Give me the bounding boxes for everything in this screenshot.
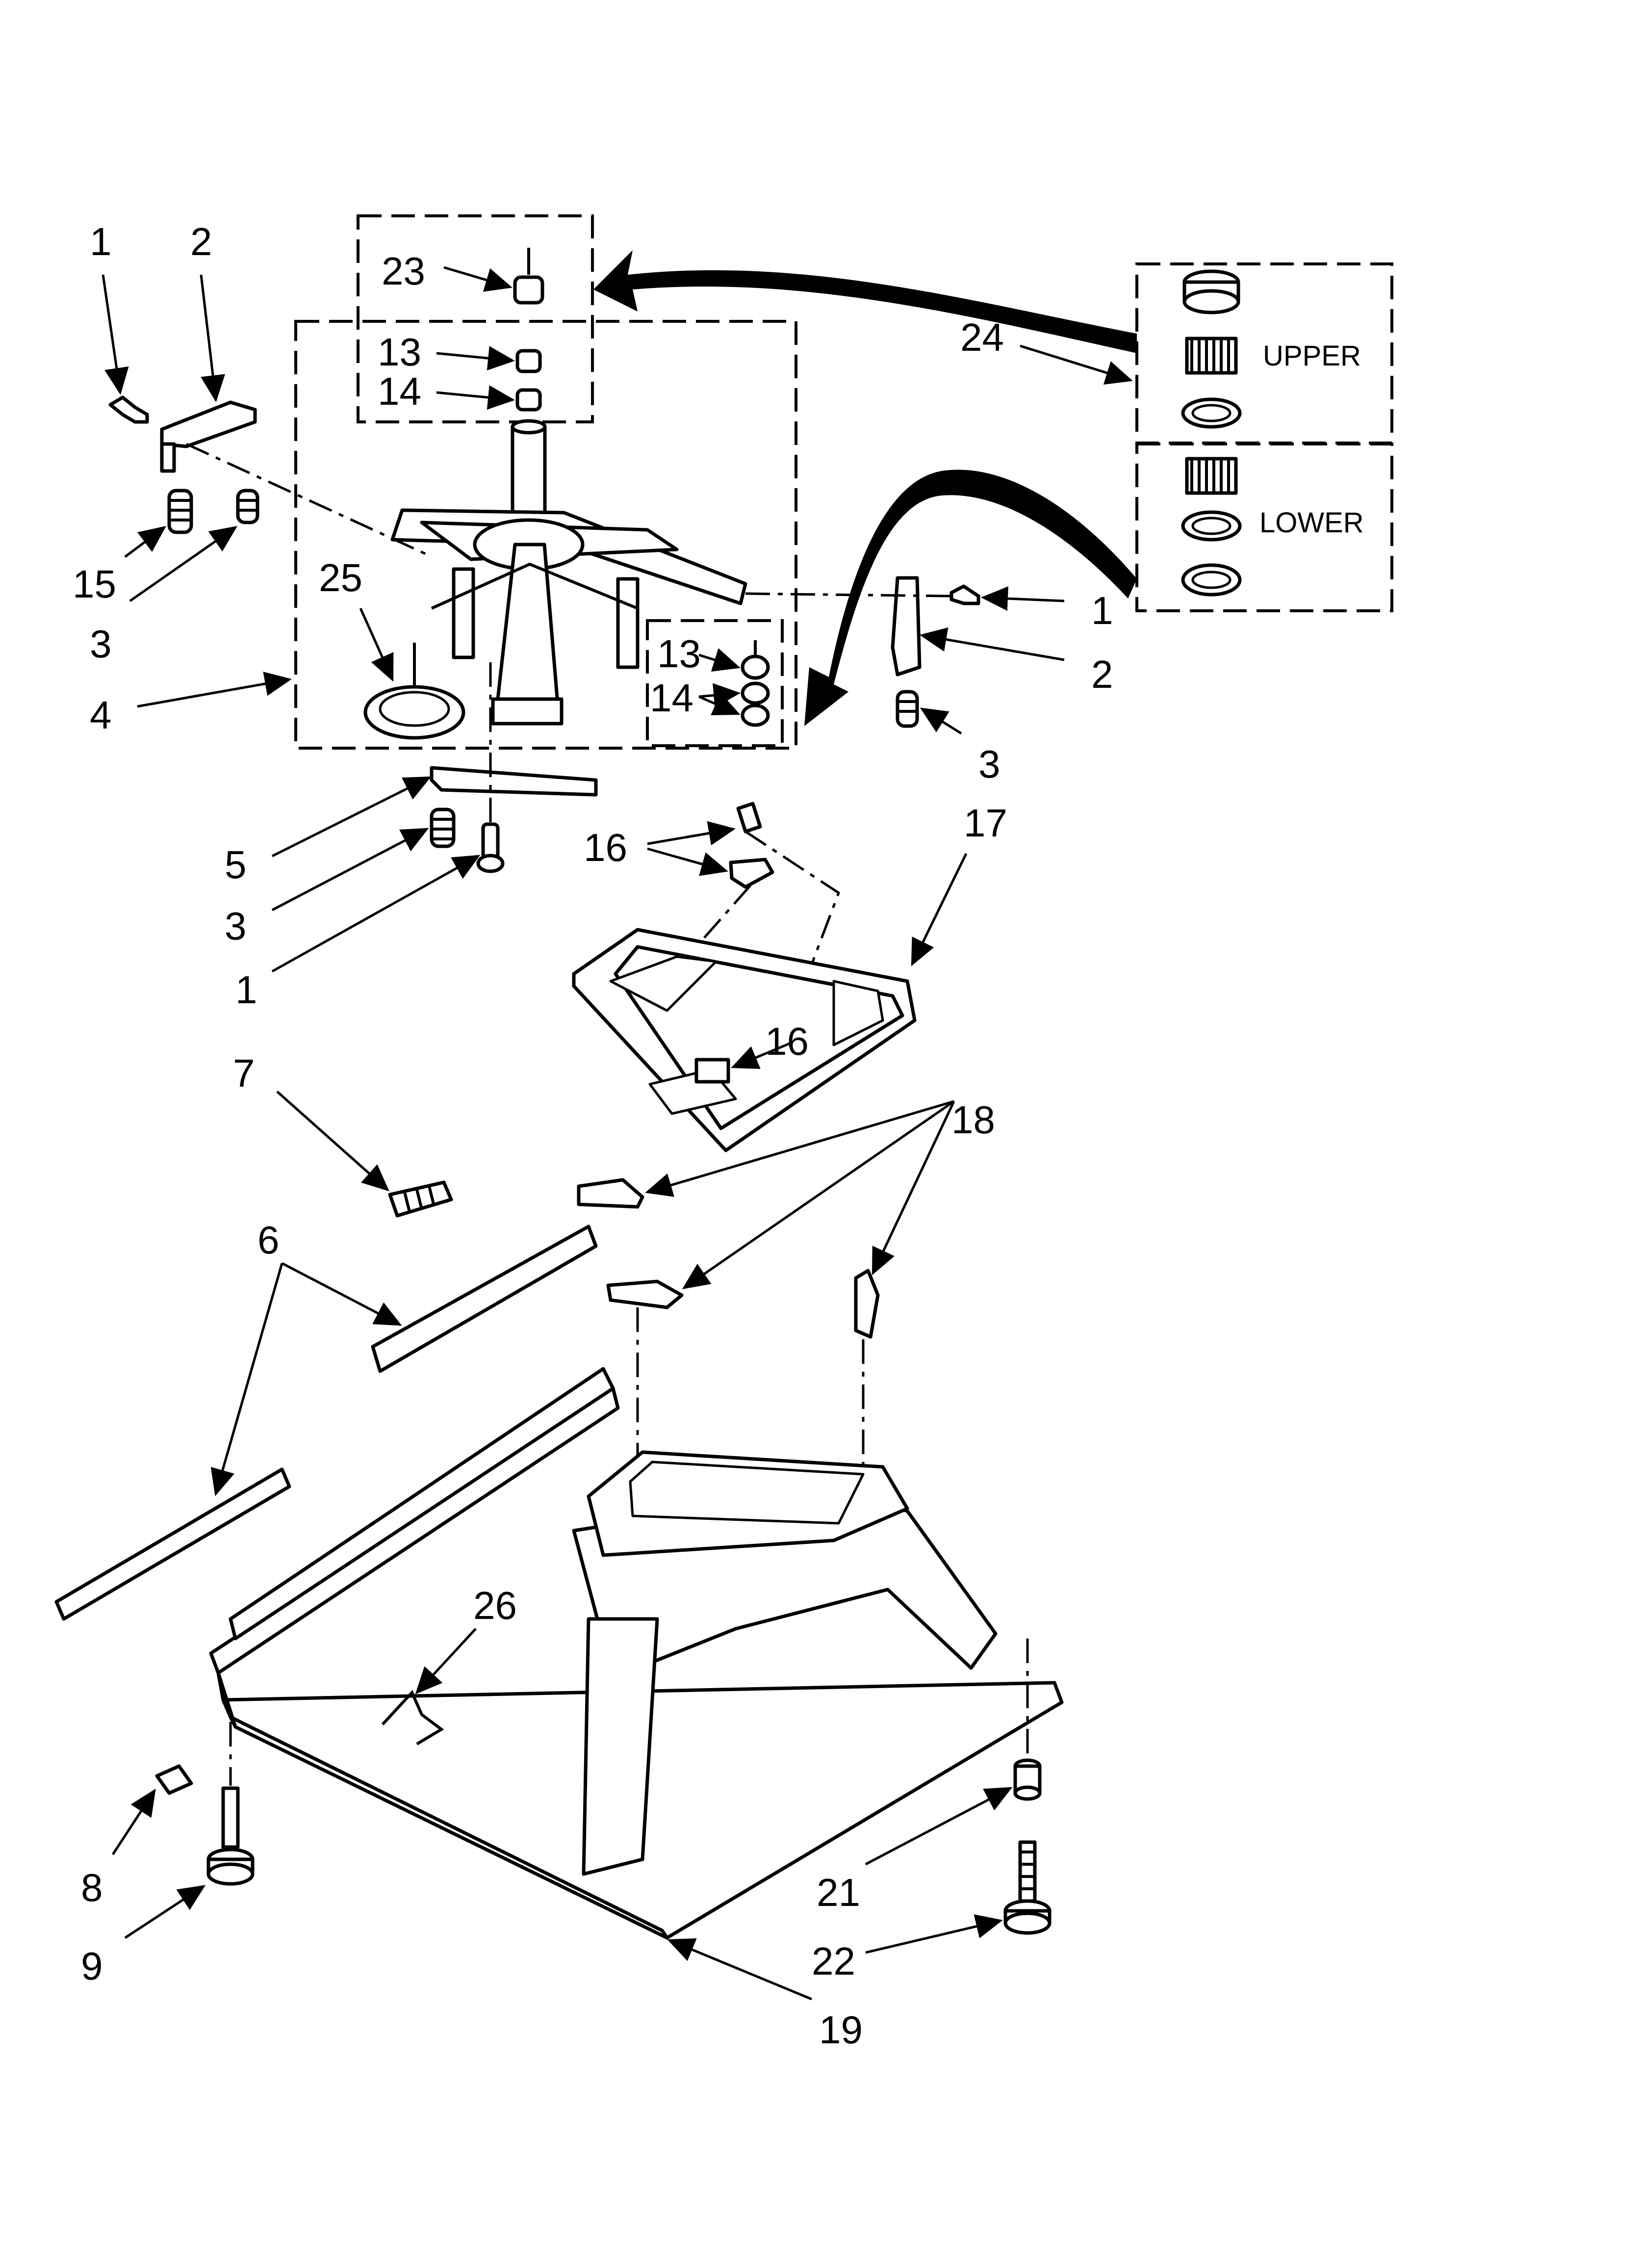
snubber-16-middle <box>729 858 774 889</box>
callout-17: 17 <box>964 801 1007 845</box>
spring-3-top-left <box>236 489 259 524</box>
callout-1-right: 1 <box>1091 589 1113 632</box>
leveling-leg-22 <box>1003 1840 1052 1935</box>
screw-1-right <box>949 584 980 605</box>
caption-upper: UPPER <box>1263 340 1361 372</box>
screw-1-center <box>476 822 505 873</box>
bearing-kit-lower-parts <box>1181 457 1242 597</box>
lower-bearing-parts <box>741 640 770 727</box>
leveling-leg-9 <box>206 1786 255 1886</box>
screw-1-top-left <box>108 395 149 424</box>
callout-2-top-left: 2 <box>190 220 212 263</box>
callout-26: 26 <box>473 1584 517 1627</box>
callout-25: 25 <box>319 556 362 600</box>
callout-16-base: 16 <box>765 1019 809 1063</box>
callout-7: 7 <box>233 1051 255 1095</box>
suspension-assembly-box <box>294 320 797 750</box>
bracket-2-top-left <box>160 400 257 473</box>
upper-bearing-parts <box>513 248 544 412</box>
callout-3-top-left: 3 <box>90 622 112 666</box>
snubber-guide-line-2 <box>656 885 751 992</box>
lower-bearing-box <box>646 619 784 747</box>
callout-2-right: 2 <box>1091 652 1113 696</box>
rail-6-lower <box>54 1467 291 1621</box>
callout-1-top-left: 1 <box>90 220 112 263</box>
centerline-right <box>745 592 952 598</box>
suspension-base-17 <box>572 928 917 1152</box>
bracket-18-top <box>577 1178 644 1209</box>
rail-6-upper <box>371 1225 598 1373</box>
callout-4: 4 <box>90 693 112 737</box>
callout-13-upper: 13 <box>378 330 421 374</box>
callout-13-lower: 13 <box>657 632 701 676</box>
seal-part <box>363 643 465 740</box>
callout-8: 8 <box>81 1866 103 1909</box>
bracket-18-middle <box>606 1279 684 1309</box>
upper-bearing-pointer-arrow <box>593 250 1137 353</box>
lower-bearing-pointer-arrow <box>804 469 1137 726</box>
leader-lines <box>102 266 1133 2001</box>
wire-26 <box>381 1690 444 1746</box>
spring-3-center <box>430 808 456 848</box>
callout-3-center: 3 <box>225 904 247 948</box>
snubber-16-top <box>736 802 762 834</box>
upper-bearing-box <box>357 214 594 423</box>
callout-5: 5 <box>225 843 247 886</box>
callout-21: 21 <box>817 1871 860 1914</box>
bearing-kit-upper-parts <box>1181 269 1242 429</box>
leg-pin-8 <box>155 1764 193 1795</box>
bearing-kit-upper-box <box>1135 262 1393 444</box>
callout-9: 9 <box>81 1944 103 1988</box>
spring-3-right <box>896 690 919 728</box>
callout-14-upper: 14 <box>378 369 421 413</box>
callout-14-lower: 14 <box>650 676 693 720</box>
bracket-2-right <box>891 576 922 677</box>
spring-15 <box>167 489 193 534</box>
callout-1-center: 1 <box>235 968 257 1012</box>
spring-7 <box>388 1180 453 1218</box>
leg-spacer-21 <box>1013 1758 1042 1801</box>
callout-23: 23 <box>382 249 425 293</box>
callout-6: 6 <box>257 1218 280 1262</box>
bracket-18-right <box>854 1269 880 1339</box>
callout-16-top: 16 <box>584 826 627 869</box>
callout-15: 15 <box>73 562 116 606</box>
callout-24: 24 <box>960 315 1004 359</box>
callout-19: 19 <box>819 2008 863 2052</box>
callout-22: 22 <box>812 1939 855 1983</box>
bracket-5 <box>430 766 598 797</box>
frame-19 <box>209 1367 1064 1940</box>
bearing-kit-lower-box <box>1135 443 1393 612</box>
callout-3-right: 3 <box>978 742 1001 786</box>
callout-18: 18 <box>951 1098 995 1142</box>
caption-lower: LOWER <box>1259 507 1364 539</box>
